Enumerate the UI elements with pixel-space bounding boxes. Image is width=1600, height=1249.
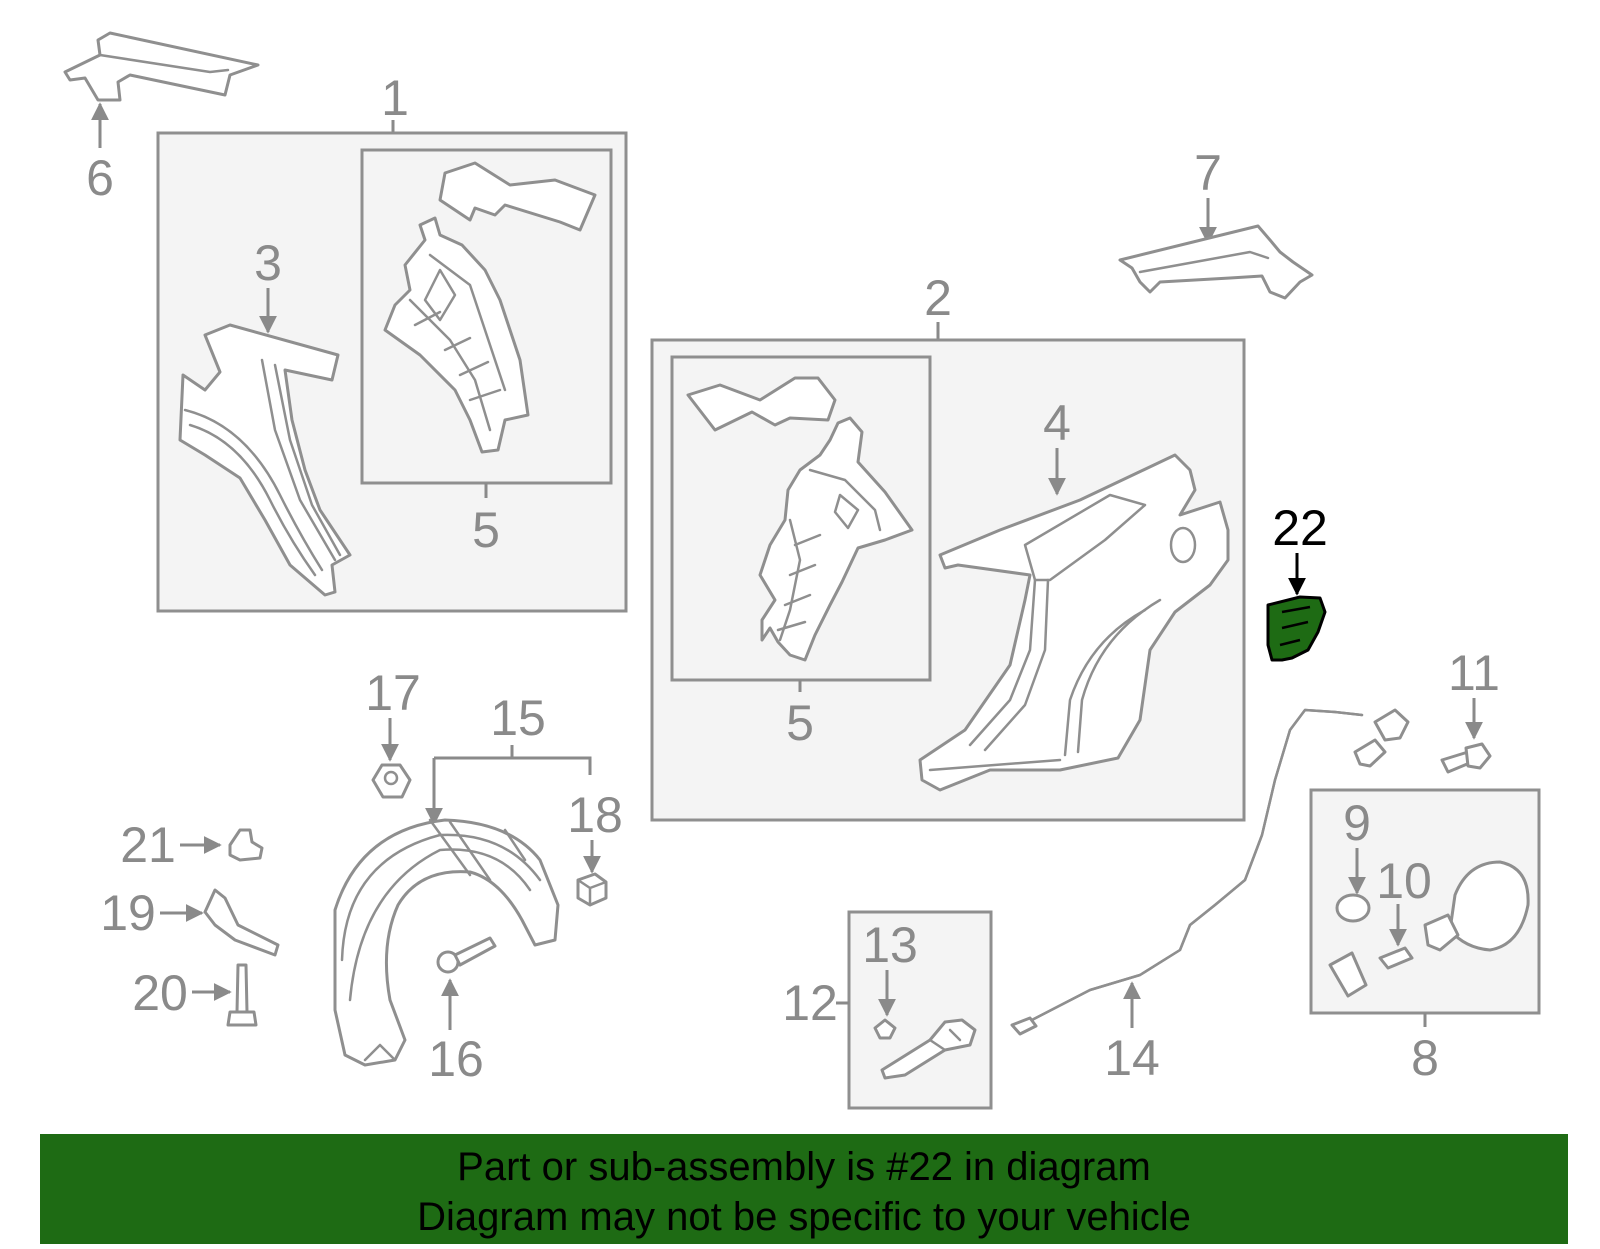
callout-15: 15 [490,690,546,746]
banner-line-disclaimer: Diagram may not be specific to your vehi… [417,1195,1191,1239]
callout-18: 18 [567,787,623,843]
part-19-bracket [203,888,280,957]
callout-2: 2 [924,270,952,326]
callout-3: 3 [254,235,282,291]
callout-9: 9 [1343,795,1371,851]
callout-7: 7 [1194,145,1222,201]
assembly-box-12 [847,910,993,1110]
banner-line-part-number: Part or sub-assembly is #22 in diagram [457,1145,1151,1189]
callout-22: 22 [1272,500,1328,556]
leader-15-bar [434,756,592,775]
callout-8: 8 [1411,1030,1439,1086]
part-5-reinforcement-lower [686,376,914,662]
callout-11: 11 [1448,645,1500,701]
callout-4: 4 [1043,395,1071,451]
callout-20: 20 [132,965,188,1021]
part-14-release-cable [1010,708,1410,1036]
part-17-nut [371,763,412,799]
callout-19: 19 [100,885,156,941]
callout-6: 6 [86,150,114,206]
part-22-fuel-door-highlighted [1266,595,1327,662]
part-21-clip [228,828,264,862]
callout-17: 17 [365,665,421,721]
part-3-quarter-inner [178,323,352,597]
callout-21: 21 [120,817,176,873]
part-7-bracket [1118,224,1314,300]
part-18-clip [576,872,608,907]
part-8-fuel-door-assembly [1328,860,1530,998]
callout-10: 10 [1376,853,1432,909]
callout-14: 14 [1104,1030,1160,1086]
part-11-screw [1440,742,1492,774]
callout-16: 16 [428,1031,484,1087]
callout-13: 13 [862,917,918,973]
part-15-fender-liner [333,818,560,1067]
info-banner: Part or sub-assembly is #22 in diagram D… [40,1134,1568,1244]
part-16-bolt [436,936,497,974]
part-20-bolt [226,963,258,1027]
part-5-reinforcement-upper [383,161,597,454]
callout-5-upper: 5 [472,502,500,558]
callout-5-lower: 5 [786,695,814,751]
part-4-quarter-outer [918,453,1230,792]
callout-12: 12 [782,975,838,1031]
part-12-opener-assembly [873,1018,977,1080]
part-6-bracket [63,31,260,102]
callout-1: 1 [381,70,409,126]
